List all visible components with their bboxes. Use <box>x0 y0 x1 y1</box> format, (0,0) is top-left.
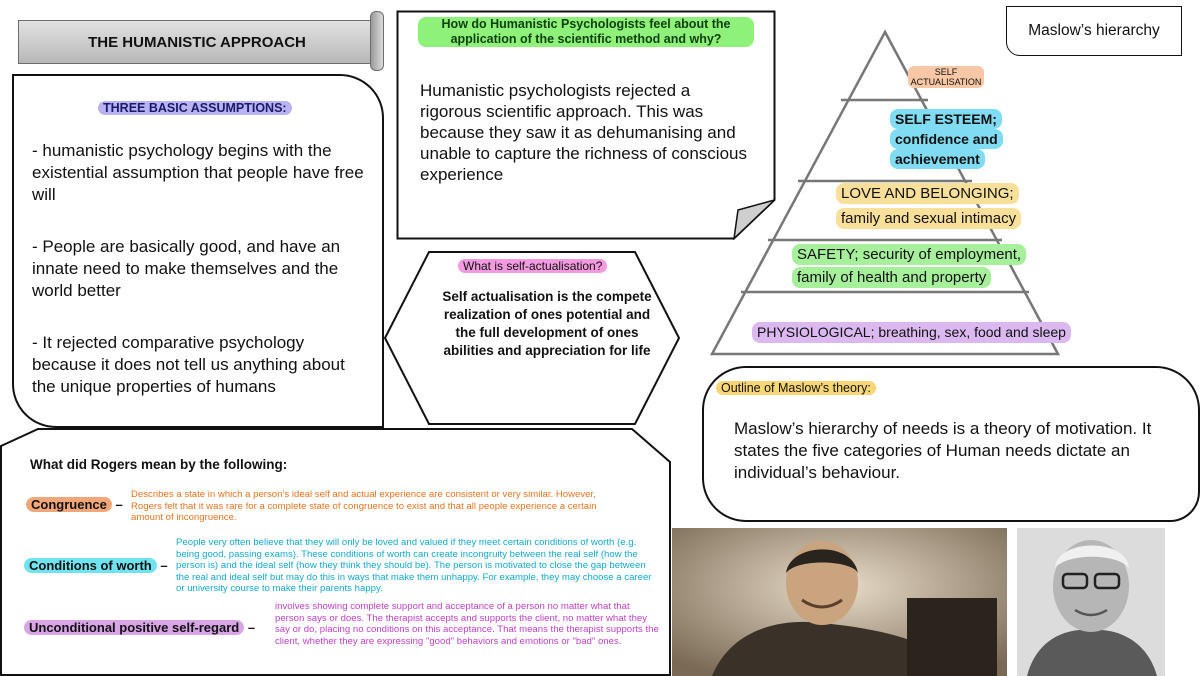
tier-physiological: PHYSIOLOGICAL; breathing, sex, food and … <box>752 322 1071 343</box>
tier-line: family of health and property <box>792 267 992 288</box>
term-conditions-of-worth: Conditions of worth – <box>24 558 168 573</box>
assumptions-heading: THREE BASIC ASSUMPTIONS: <box>98 101 292 115</box>
question-box <box>396 10 776 240</box>
tier-self-actualisation: SELF ACTUALISATION <box>908 66 984 88</box>
rogers-question: What did Rogers mean by the following: <box>30 457 288 472</box>
self-actualisation-hexagon <box>383 251 681 425</box>
maslow-hierarchy-label: Maslow’s hierarchy <box>1006 6 1182 56</box>
term-congruence: Congruence – <box>26 497 123 512</box>
title-banner: THE HUMANISTIC APPROACH <box>18 20 376 64</box>
tier-line: confidence and <box>890 129 1003 149</box>
term-label: Conditions of worth <box>24 558 157 573</box>
outline-text: Maslow’s hierarchy of needs is a theory … <box>734 419 1152 482</box>
term-label: Unconditional positive self-regard <box>24 620 245 635</box>
scientific-method-question: How do Humanistic Psychologists feel abo… <box>418 17 754 47</box>
tier-line: PHYSIOLOGICAL; breathing, sex, food and … <box>752 322 1071 343</box>
tier-love-belonging: LOVE AND BELONGING; family and sexual in… <box>836 183 1022 229</box>
term-dash: – <box>247 620 256 635</box>
maslow-photo <box>672 528 1007 676</box>
term-label: Congruence <box>26 497 112 512</box>
rogers-photo <box>1017 528 1165 676</box>
tier-line: achievement <box>890 149 985 169</box>
banner-scroll-curl <box>370 11 384 71</box>
self-actualisation-question: What is self-actualisation? <box>458 259 608 273</box>
tier-line: SELF ESTEEM; <box>890 109 1002 129</box>
scientific-method-answer: Humanistic psychologists rejected a rigo… <box>420 81 747 184</box>
assumption-item: - It rejected comparative psychology bec… <box>32 333 345 396</box>
tier-line: family and sexual intimacy <box>836 208 1022 229</box>
definition-congruence: Describes a state in which a person’s id… <box>131 489 597 523</box>
assumption-item: - People are basically good, and have an… <box>32 237 341 300</box>
tier-line: LOVE AND BELONGING; <box>836 183 1019 204</box>
page-title: THE HUMANISTIC APPROACH <box>88 33 306 51</box>
tier-self-esteem: SELF ESTEEM; confidence and achievement <box>890 109 1003 169</box>
tier-safety: SAFETY; security of employment, family o… <box>792 244 1027 288</box>
assumption-item: - humanistic psychology begins with the … <box>32 141 364 204</box>
term-dash: – <box>115 497 123 512</box>
self-actualisation-answer: Self actualisation is the compete realiz… <box>442 289 652 358</box>
tier-line: SAFETY; security of employment, <box>792 244 1027 265</box>
definition-unconditional-positive-self-regard: involves showing complete support and ac… <box>275 601 659 647</box>
maslow-label-text: Maslow’s hierarchy <box>1028 22 1160 39</box>
assumptions-box <box>12 74 384 428</box>
definition-conditions-of-worth: People very often believe that they will… <box>176 537 652 594</box>
tier-line: ACTUALISATION <box>910 77 982 87</box>
rogers-box <box>0 428 671 676</box>
outline-heading: Outline of Maslow’s theory: <box>716 381 876 395</box>
term-unconditional-positive-self-regard: Unconditional positive self-regard – <box>24 620 255 635</box>
tier-line: SELF <box>934 67 958 77</box>
term-dash: – <box>160 558 168 573</box>
